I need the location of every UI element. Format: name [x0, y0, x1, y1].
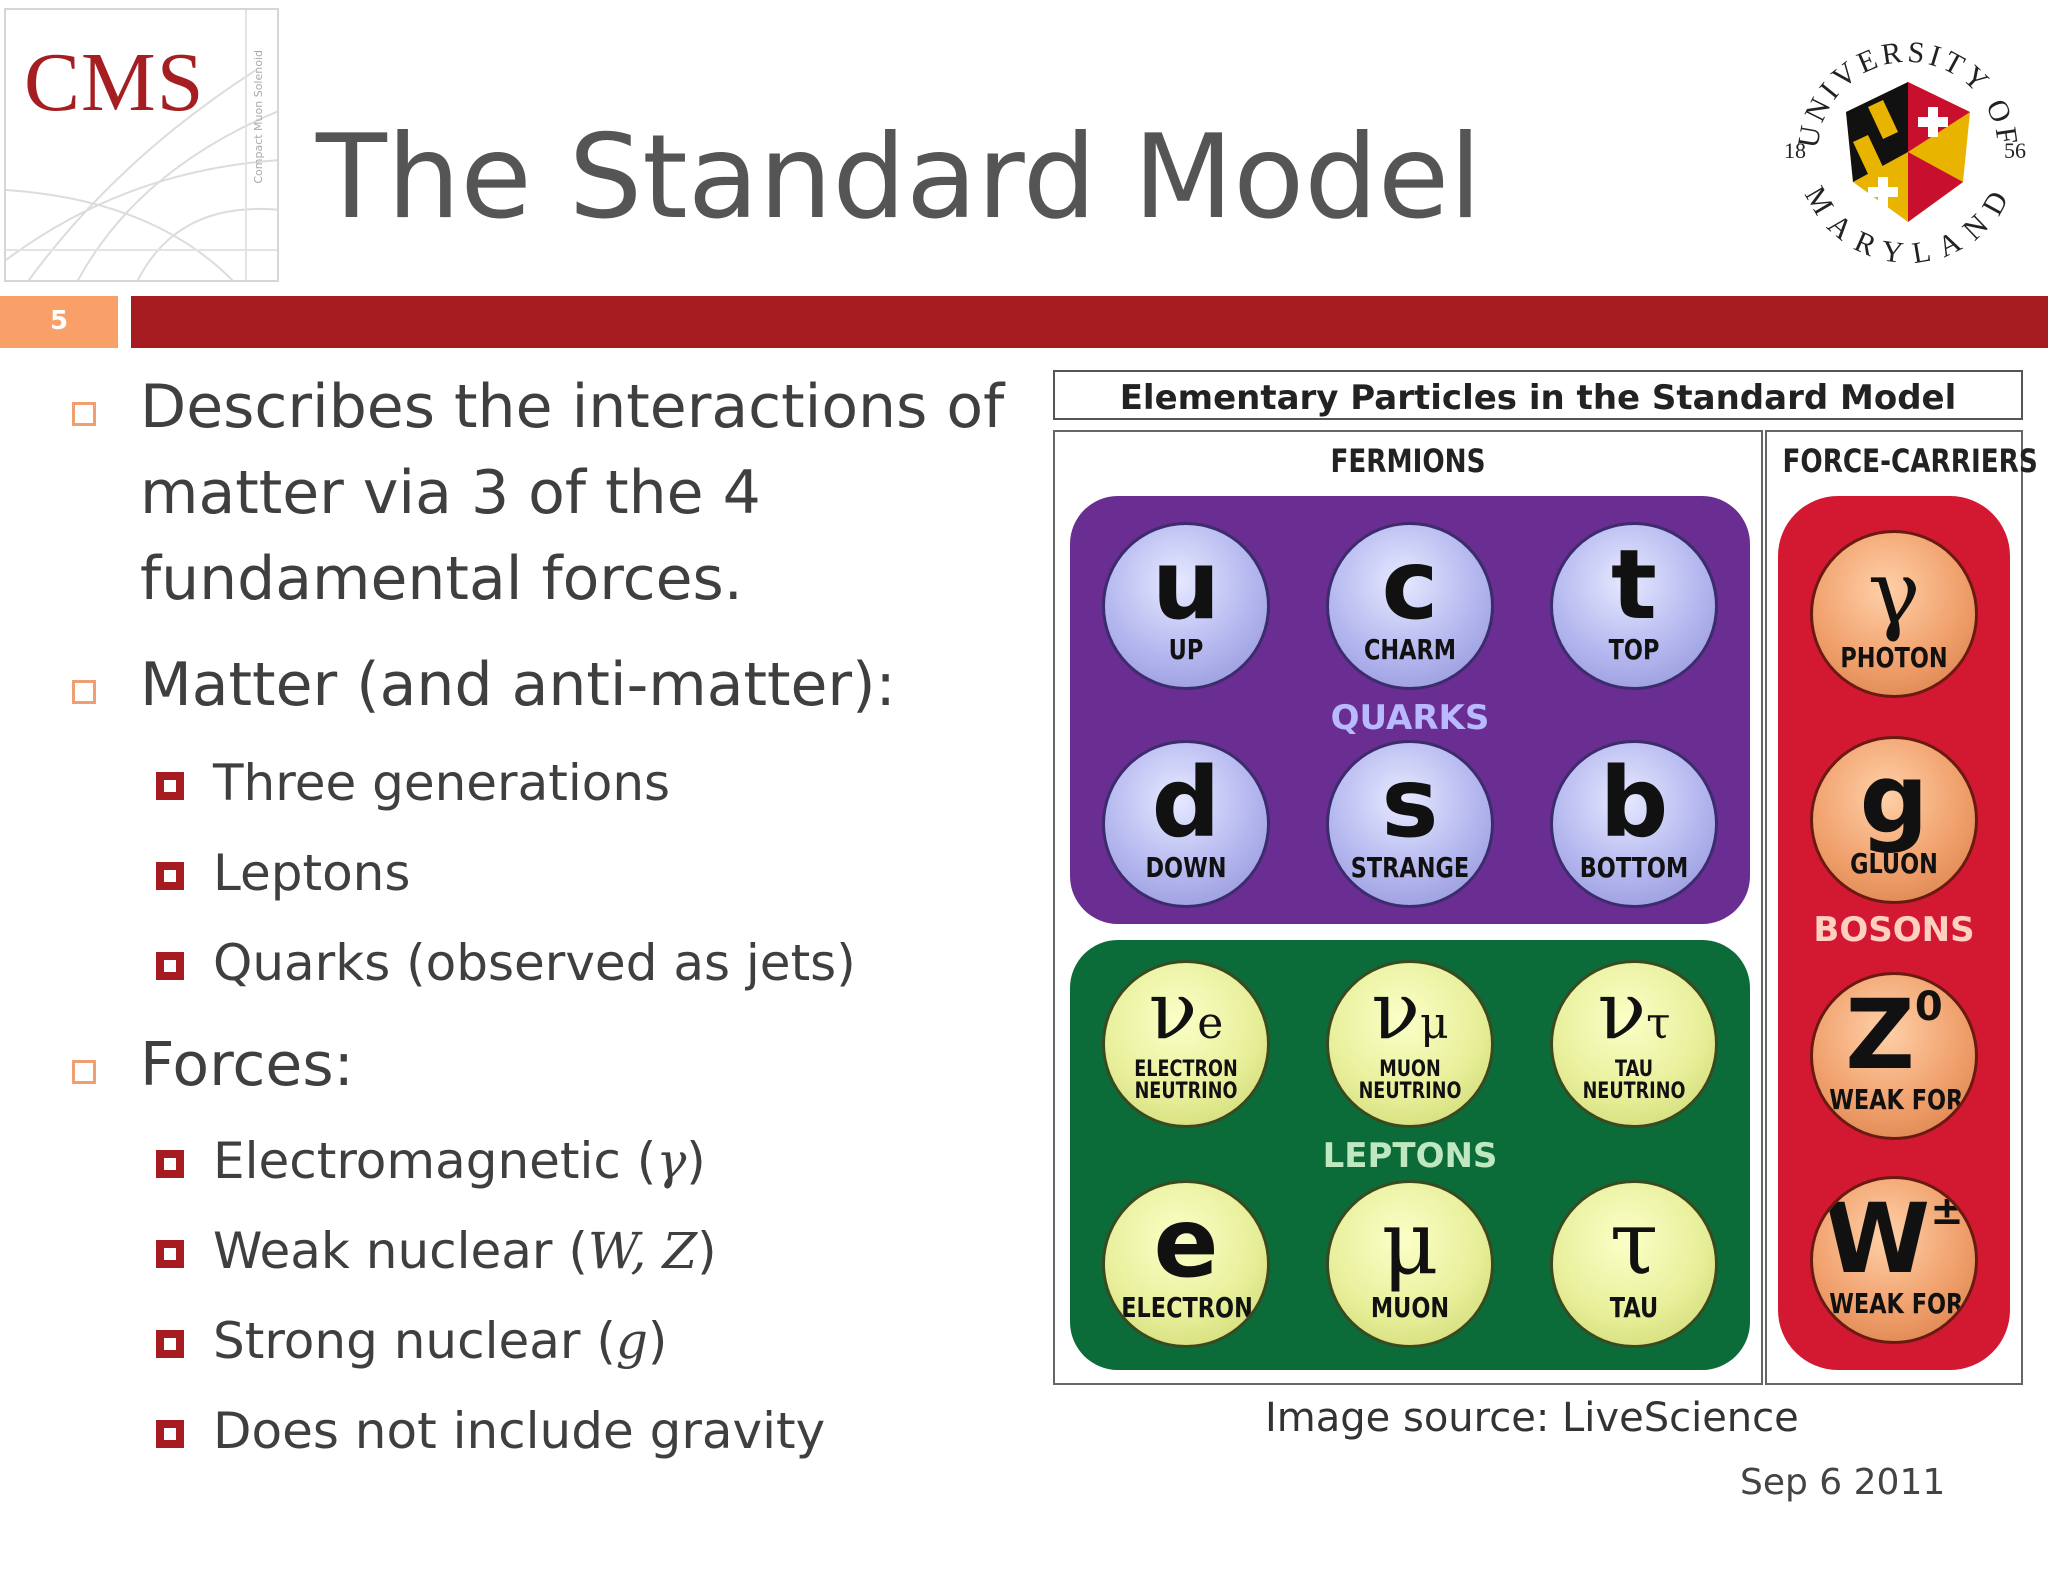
particle-tau-neutrino: ντ TAU NEUTRINO — [1550, 960, 1718, 1128]
bullet-3: Forces: — [140, 1030, 354, 1100]
cms-logo: CMS Compact Muon Solenoid — [4, 8, 279, 282]
bullet-2: Matter (and anti-matter): — [140, 650, 896, 720]
particle-bottom-quark: b BOTTOM — [1550, 740, 1718, 908]
particle-strange-quark: s STRANGE — [1326, 740, 1494, 908]
particle-z-boson: Z0 WEAK FORCE — [1810, 972, 1978, 1140]
bullet-1-line-3: fundamental forces. — [140, 544, 743, 614]
sub-bullet-marker — [156, 952, 184, 980]
slide-number: 5 — [50, 306, 69, 336]
sub-bullet-marker — [156, 1240, 184, 1268]
bullet-marker — [72, 402, 96, 426]
figure-title-box: Elementary Particles in the Standard Mod… — [1053, 370, 2023, 420]
bosons-label: BOSONS — [1813, 910, 1975, 950]
svg-text:56: 56 — [2004, 138, 2026, 163]
bullet-marker — [72, 1060, 96, 1084]
particle-photon: γ PHOTON — [1810, 530, 1978, 698]
sub-bullet-weak: Weak nuclear (W, Z) — [213, 1222, 717, 1280]
bullet-1-line-2: matter via 3 of the 4 — [140, 458, 761, 528]
sub-bullet-marker — [156, 772, 184, 800]
particle-down-quark: d DOWN — [1102, 740, 1270, 908]
figure-title: Elementary Particles in the Standard Mod… — [1119, 378, 1957, 418]
image-source-caption: Image source: LiveScience — [1265, 1395, 1799, 1441]
slide-number-box: 5 — [0, 296, 118, 348]
particle-up-quark: u UP — [1102, 522, 1270, 690]
bullet-1-line-1: Describes the interactions of — [140, 372, 1005, 442]
particle-w-boson: W± WEAK FORCE — [1810, 1176, 1978, 1344]
header-divider-bar — [131, 296, 2048, 348]
force-carriers-heading: FORCE-CARRIERS — [1782, 442, 2038, 480]
cms-logo-graphic — [6, 10, 277, 280]
svg-text:18: 18 — [1784, 138, 1806, 163]
cms-logo-text: CMS — [24, 36, 205, 129]
particle-top-quark: t TOP — [1550, 522, 1718, 690]
sub-bullet-leptons: Leptons — [213, 844, 411, 902]
bullet-marker — [72, 680, 96, 704]
particle-electron-neutrino: νe ELECTRON NEUTRINO — [1102, 960, 1270, 1128]
sub-bullet-generations: Three generations — [213, 754, 671, 812]
cms-logo-subtext: Compact Muon Solenoid — [252, 50, 265, 184]
quarks-label: QUARKS — [1330, 698, 1490, 738]
fermions-frame — [1053, 430, 1763, 1385]
slide-date: Sep 6 2011 — [1740, 1462, 1946, 1503]
sub-bullet-marker — [156, 862, 184, 890]
particle-electron: e ELECTRON — [1102, 1180, 1270, 1348]
page-title: The Standard Model — [316, 110, 1482, 245]
sub-bullet-electromagnetic: Electromagnetic (γ) — [213, 1132, 706, 1190]
sub-bullet-marker — [156, 1150, 184, 1178]
force-carriers-frame — [1765, 430, 2023, 1385]
umd-seal-logo: UNIVERSITY OF MARYLAND 18 56 — [1784, 35, 2026, 270]
leptons-label: LEPTONS — [1322, 1136, 1498, 1176]
sub-bullet-marker — [156, 1330, 184, 1358]
particle-muon-neutrino: νμ MUON NEUTRINO — [1326, 960, 1494, 1128]
fermions-heading: FERMIONS — [1330, 442, 1486, 480]
particle-tau: τ TAU — [1550, 1180, 1718, 1348]
sub-bullet-quarks: Quarks (observed as jets) — [213, 934, 856, 992]
particle-muon: μ MUON — [1326, 1180, 1494, 1348]
particle-charm-quark: c CHARM — [1326, 522, 1494, 690]
particle-gluon: g GLUON — [1810, 736, 1978, 904]
sub-bullet-strong: Strong nuclear (g) — [213, 1312, 668, 1370]
sub-bullet-gravity: Does not include gravity — [213, 1402, 826, 1460]
sub-bullet-marker — [156, 1420, 184, 1448]
